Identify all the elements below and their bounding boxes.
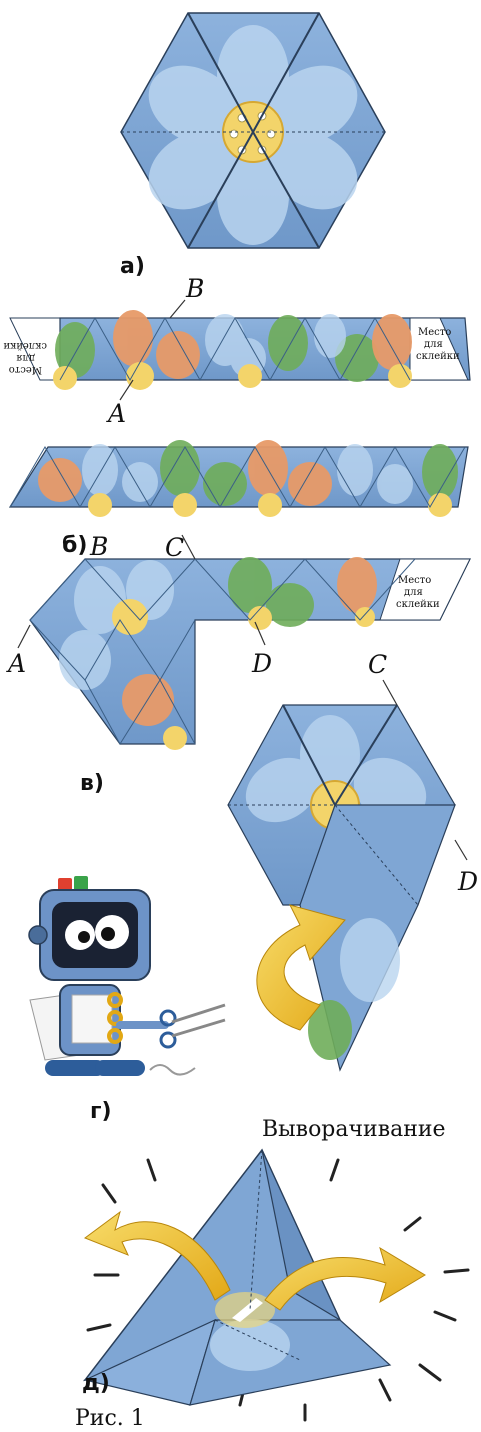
panel-g-folding-hexagon — [227, 704, 456, 1072]
point-A-shape: A — [6, 649, 26, 678]
point-C-fold: C — [368, 650, 387, 679]
turn-right-arrow-icon — [264, 1246, 426, 1311]
figure-caption: Рис. 1 — [75, 1406, 145, 1431]
annotation-turning-out: Выворачивание — [262, 1117, 446, 1142]
point-D-fold: D — [457, 867, 478, 896]
glue-note-top-right-2: для — [424, 339, 443, 350]
point-D-shape: D — [251, 649, 272, 678]
label-g: г) — [90, 1099, 112, 1124]
point-C-shape: C — [165, 533, 184, 562]
label-a: а) — [120, 254, 145, 279]
glue-note-top-left-2: для — [16, 352, 35, 363]
panel-b-strip-bottom — [8, 440, 469, 517]
point-A-strip: A — [106, 399, 126, 428]
label-d: д) — [82, 1371, 110, 1396]
turn-left-arrow-icon — [83, 1210, 231, 1301]
glue-note-top-left-3: склейки — [3, 340, 47, 351]
fold-arrow-icon — [256, 904, 346, 1031]
panel-v-folded-strip — [29, 557, 471, 750]
glue-note-top-left-1: Место — [9, 364, 42, 375]
panel-d-turning-out — [83, 1148, 470, 1422]
label-v: в) — [80, 771, 104, 796]
point-B-shape: B — [89, 532, 108, 561]
glue-note-v-2: для — [404, 587, 423, 598]
label-b: б) — [62, 533, 87, 558]
glue-note-top-right-1: Место — [418, 327, 451, 338]
glue-note-v-3: склейки — [396, 599, 440, 610]
panel-b-strip-top — [9, 310, 471, 390]
glue-note-top-right-3: склейки — [416, 351, 460, 362]
robot-illustration — [28, 876, 226, 1076]
panel-a-hexagon — [120, 12, 386, 249]
glue-note-v-1: Место — [398, 575, 431, 586]
point-B-strip: B — [185, 274, 204, 303]
